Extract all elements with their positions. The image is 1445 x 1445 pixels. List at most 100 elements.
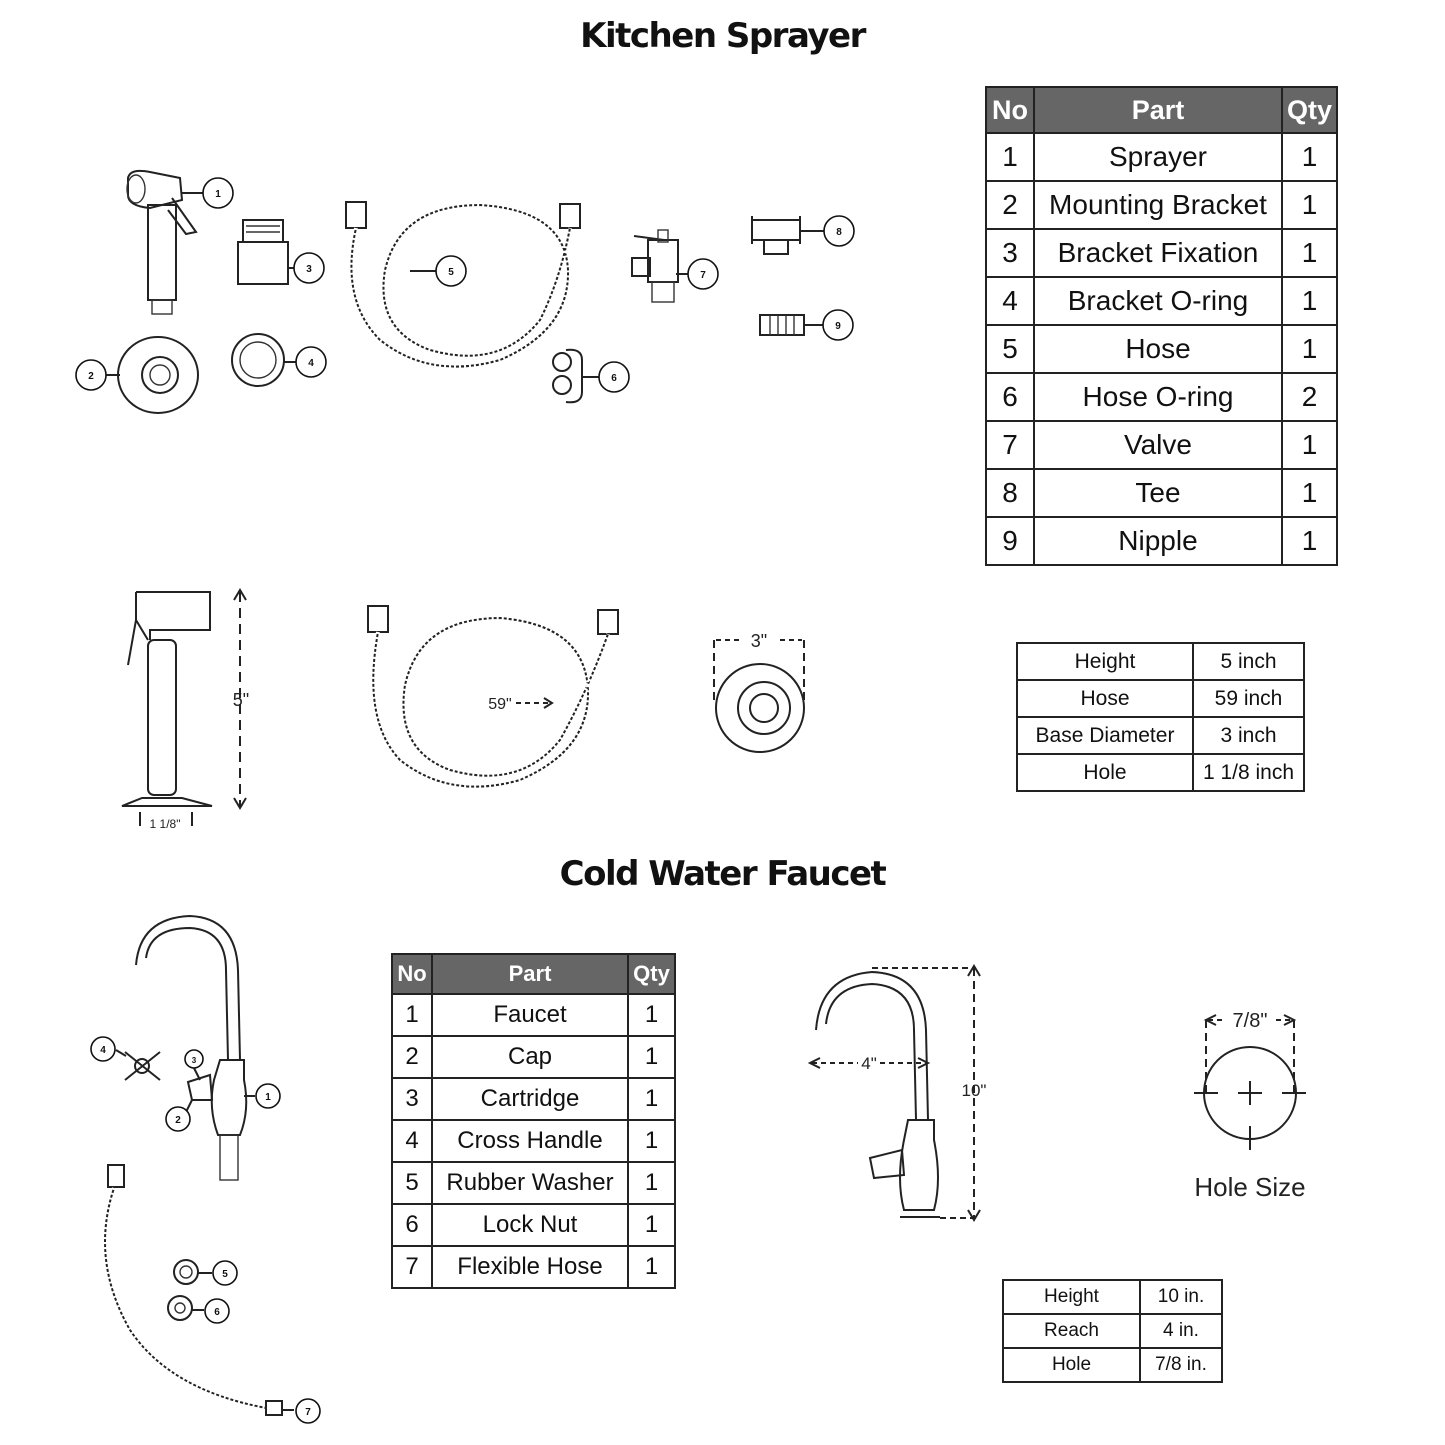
kitchen-sprayer-title: Kitchen Sprayer bbox=[580, 16, 866, 56]
cell-no: 5 bbox=[391, 1161, 433, 1205]
callout-4: 4 bbox=[308, 358, 314, 369]
header-part: Part bbox=[431, 953, 629, 995]
faucet-drawing bbox=[135, 914, 248, 1181]
header-qty: Qty bbox=[627, 953, 676, 995]
faucet-callout-6: 6 bbox=[214, 1307, 220, 1318]
callout-8: 8 bbox=[836, 227, 842, 238]
table-header-row: No Part Qty bbox=[985, 86, 1338, 134]
cell-qty: 1 bbox=[1281, 180, 1338, 230]
cell-part: Flexible Hose bbox=[431, 1245, 629, 1289]
callout-3: 3 bbox=[306, 264, 312, 275]
hole-size-drawing bbox=[1194, 1014, 1306, 1150]
faucet-dimension-drawing bbox=[807, 964, 981, 1222]
spec-value: 59 inch bbox=[1192, 679, 1305, 718]
cell-no: 6 bbox=[391, 1203, 433, 1247]
cell-qty: 1 bbox=[1281, 324, 1338, 374]
base-dimension-drawing bbox=[713, 639, 805, 753]
cell-no: 8 bbox=[985, 468, 1035, 518]
hole-size-dim: 7/8" bbox=[1233, 1010, 1268, 1032]
cell-no: 4 bbox=[985, 276, 1035, 326]
callout-1: 1 bbox=[215, 189, 221, 200]
table-header-row: No Part Qty bbox=[391, 953, 676, 995]
bracket-fixation-drawing bbox=[237, 219, 289, 285]
flexible-hose-drawing bbox=[103, 1164, 283, 1416]
cell-part: Hose bbox=[1033, 324, 1283, 374]
spec-value: 7/8 in. bbox=[1139, 1347, 1223, 1383]
cell-part: Mounting Bracket bbox=[1033, 180, 1283, 230]
cell-no: 7 bbox=[391, 1245, 433, 1289]
base-diameter-dim: 3" bbox=[751, 631, 767, 651]
header-no: No bbox=[391, 953, 433, 995]
callout-2: 2 bbox=[88, 371, 94, 382]
header-qty: Qty bbox=[1281, 86, 1338, 134]
faucet-callout-3: 3 bbox=[192, 1056, 197, 1065]
cell-no: 2 bbox=[985, 180, 1035, 230]
spec-label: Reach bbox=[1002, 1313, 1141, 1349]
cell-qty: 1 bbox=[1281, 468, 1338, 518]
hole-size-label: Hole Size bbox=[1194, 1172, 1306, 1202]
cell-no: 6 bbox=[985, 372, 1035, 422]
spec-value: 5 inch bbox=[1192, 642, 1305, 681]
rubber-washer-drawing bbox=[173, 1259, 199, 1285]
sprayer-dimension-drawing bbox=[121, 588, 247, 826]
bracket-oring-drawing bbox=[231, 333, 285, 387]
callout-7: 7 bbox=[700, 270, 706, 281]
cell-part: Hose O-ring bbox=[1033, 372, 1283, 422]
faucet-callout-1: 1 bbox=[265, 1092, 271, 1103]
spec-value: 1 1/8 inch bbox=[1192, 753, 1305, 792]
cell-no: 3 bbox=[391, 1077, 433, 1121]
cross-handle-drawing bbox=[124, 1051, 161, 1081]
cell-part: Nipple bbox=[1033, 516, 1283, 566]
cell-part: Lock Nut bbox=[431, 1203, 629, 1247]
cell-qty: 1 bbox=[1281, 516, 1338, 566]
nipple-drawing bbox=[759, 314, 805, 336]
cell-qty: 1 bbox=[1281, 228, 1338, 278]
sprayer-hole-dim: 1 1/8" bbox=[150, 817, 181, 831]
cell-qty: 1 bbox=[1281, 276, 1338, 326]
spec-label: Hole bbox=[1016, 753, 1194, 792]
spec-label: Height bbox=[1002, 1279, 1141, 1315]
tee-drawing bbox=[751, 216, 801, 255]
mounting-bracket-drawing bbox=[117, 336, 199, 414]
cell-qty: 1 bbox=[1281, 132, 1338, 182]
cell-no: 4 bbox=[391, 1119, 433, 1163]
cell-part: Rubber Washer bbox=[431, 1161, 629, 1205]
cell-part: Tee bbox=[1033, 468, 1283, 518]
cell-qty: 1 bbox=[627, 1161, 676, 1205]
spec-label: Base Diameter bbox=[1016, 716, 1194, 755]
cell-no: 3 bbox=[985, 228, 1035, 278]
hose-length-dim: 59" bbox=[488, 696, 511, 713]
cold-water-faucet-title: Cold Water Faucet bbox=[559, 854, 887, 894]
cell-no: 7 bbox=[985, 420, 1035, 470]
faucet-callout-7: 7 bbox=[305, 1407, 311, 1418]
cell-part: Cap bbox=[431, 1035, 629, 1079]
faucet-reach-dim: 4" bbox=[861, 1054, 877, 1073]
sprayer-height-dim: 5" bbox=[233, 690, 249, 710]
cell-no: 1 bbox=[985, 132, 1035, 182]
spec-label: Hole bbox=[1002, 1347, 1141, 1383]
cell-qty: 1 bbox=[627, 1245, 676, 1289]
hose-coil-drawing bbox=[345, 201, 581, 369]
faucet-callout-2: 2 bbox=[175, 1115, 181, 1126]
valve-drawing bbox=[631, 229, 679, 303]
header-no: No bbox=[985, 86, 1035, 134]
